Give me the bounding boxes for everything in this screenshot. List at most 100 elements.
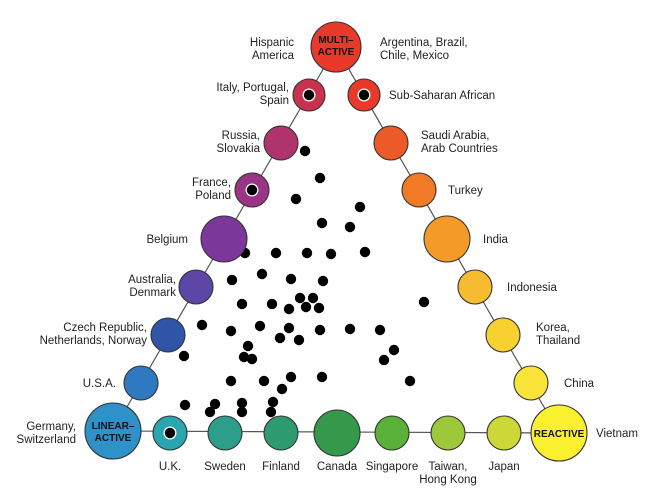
label-argentina-line: Chile, Mexico [380, 50, 449, 62]
label-india: India [483, 234, 509, 246]
label-argentina-line: Argentina, Brazil, [380, 37, 468, 49]
label-argentina: Argentina, Brazil,Chile, Mexico [380, 37, 468, 62]
scatter-dot [317, 275, 329, 287]
node-france-marker-dot [246, 184, 258, 196]
label-canada-line: Canada [317, 461, 358, 473]
label-belgium: Belgium [146, 234, 188, 246]
label-australia: Australia,Denmark [128, 274, 176, 299]
scatter-dot [204, 406, 216, 418]
label-vietnam-line: Vietnam [596, 428, 638, 440]
scatter-dot [236, 298, 248, 310]
label-turkey-line: Turkey [448, 185, 483, 197]
node-sweden-circle [207, 415, 243, 451]
scatter-dot [294, 292, 306, 304]
node-singapore-circle [374, 415, 410, 451]
scatter-dot [374, 324, 386, 336]
scatter-dot [196, 319, 208, 331]
scatter-dot [388, 344, 400, 356]
node-uk-marker-dot [164, 427, 176, 439]
scatter-dot [242, 340, 254, 352]
scatter-dot [283, 303, 295, 315]
node-belgium-circle [200, 215, 248, 263]
scatter-dot [285, 371, 297, 383]
label-linear-active-line: Switzerland [17, 434, 76, 446]
label-usa: U.S.A. [83, 378, 116, 390]
label-linear-active: Germany,Switzerland [17, 421, 76, 446]
node-korea-circle [485, 317, 521, 353]
corner-linear-active: LINEAR–ACTIVE [92, 421, 135, 444]
scatter-dot [238, 351, 250, 363]
label-taiwan: Taiwan,Hong Kong [419, 461, 477, 486]
label-france-line: France, [192, 177, 231, 189]
label-russia-line: Russia, [222, 130, 260, 142]
scatter-dot [290, 193, 302, 205]
label-korea: Korea,Thailand [536, 322, 580, 347]
node-australia-circle [178, 269, 214, 305]
scatter-dot [236, 397, 248, 409]
label-multi-active-line: Hispanic [250, 37, 294, 49]
corner-multi-active-line: ACTIVE [318, 47, 355, 58]
label-italy: Italy, Portugal,Spain [216, 82, 289, 107]
node-taiwan-circle [430, 415, 466, 451]
node-usa-circle [123, 365, 159, 401]
node-vietnam-circle [530, 404, 588, 462]
label-singapore: Singapore [366, 461, 418, 473]
label-saudi: Saudi Arabia,Arab Countries [421, 130, 498, 155]
scatter-dot [344, 323, 356, 335]
label-usa-line: U.S.A. [83, 378, 116, 390]
scatter-dot [254, 320, 266, 332]
node-indonesia-circle [457, 269, 493, 305]
scatter-dot [344, 221, 356, 233]
corner-reactive-line: REACTIVE [534, 429, 585, 440]
label-australia-line: Denmark [129, 287, 176, 299]
scatter-dot [276, 383, 288, 395]
scatter-dot [378, 354, 390, 366]
scatter-dot [225, 375, 237, 387]
node-sub-saharan-marker-dot [358, 89, 370, 101]
label-uk: U.K. [159, 461, 181, 473]
label-saudi-line: Arab Countries [421, 143, 498, 155]
scatter-dot [313, 302, 325, 314]
label-linear-active-line: Germany, [26, 421, 76, 433]
scatter-dot [314, 172, 326, 184]
label-france-line: Poland [195, 190, 231, 202]
corner-linear-active-line: ACTIVE [95, 433, 132, 444]
node-linear-active-circle [84, 402, 142, 460]
node-turkey-circle [401, 172, 437, 208]
scatter-dot [354, 201, 366, 213]
label-italy-line: Spain [260, 95, 289, 107]
label-china-line: China [564, 378, 595, 390]
label-india-line: India [483, 234, 509, 246]
scatter-dot [418, 296, 430, 308]
label-czech-line: Netherlands, Norway [40, 335, 148, 347]
scatter-dot [325, 248, 337, 260]
label-saudi-line: Saudi Arabia, [421, 130, 489, 142]
label-japan-line: Japan [488, 461, 519, 473]
scatter-dot [300, 301, 312, 313]
scatter-dot [285, 273, 297, 285]
node-china-circle [513, 365, 549, 401]
scatter-dot [256, 268, 268, 280]
scatter-dot [265, 406, 277, 418]
node-multi-active-circle [310, 21, 362, 73]
scatter-dot [404, 375, 416, 387]
label-finland-line: Finland [262, 461, 300, 473]
label-czech: Czech Republic,Netherlands, Norway [40, 322, 148, 347]
node-india-circle [423, 215, 471, 263]
label-belgium-line: Belgium [146, 234, 188, 246]
scatter-dot [226, 274, 238, 286]
corner-reactive: REACTIVE [534, 429, 585, 440]
node-saudi-circle [373, 125, 409, 161]
label-korea-line: Thailand [536, 335, 580, 347]
label-korea-line: Korea, [536, 322, 570, 334]
label-russia: Russia,Slovakia [217, 130, 261, 155]
scatter-dot [316, 217, 328, 229]
label-france: France,Poland [192, 177, 231, 202]
label-singapore-line: Singapore [366, 461, 418, 473]
label-taiwan-line: Taiwan, [429, 461, 468, 473]
label-australia-line: Australia, [128, 274, 176, 286]
label-multi-active-line: America [252, 50, 295, 62]
label-taiwan-line: Hong Kong [419, 474, 477, 486]
scatter-dot [283, 322, 295, 334]
node-finland-circle [263, 415, 299, 451]
